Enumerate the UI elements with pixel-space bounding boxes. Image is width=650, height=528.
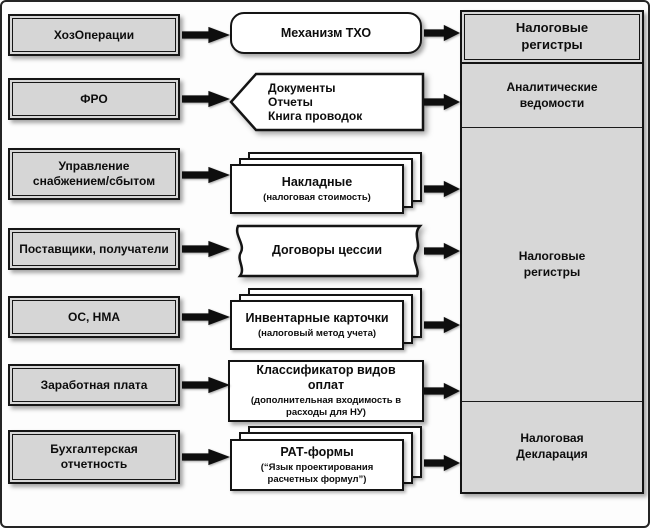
analytic-sheets-label: Аналитические ведомости [506,79,598,110]
left-box-supply-sales: Управление снабжением/сбытом [8,148,180,200]
flow-arrow-icon [182,26,230,44]
rat-forms-stack: РАТ-формы (“Язык проектирования расчетны… [230,426,424,492]
analytic-sheets-section: Аналитические ведомости [462,64,642,128]
left-box-suppliers-recipients: Поставщики, получатели [8,228,180,270]
invoices-front-sheet: Накладные (налоговая стоимость) [230,164,404,214]
flow-arrow-icon [424,180,460,198]
flow-arrow-icon [182,376,230,394]
tax-registers-panel: Налоговые регистры Аналитические ведомос… [460,10,644,494]
rat-subtitle: (“Язык проектирования расчетных формул”) [260,461,374,485]
rat-front-sheet: РАТ-формы (“Язык проектирования расчетны… [230,439,404,491]
left-box-payroll: Заработная плата [8,364,180,406]
flow-arrow-icon [424,93,460,111]
left-box-accounting-reports: Бухгалтерская отчетность [8,430,180,484]
inventory-title: Инвентарные карточки [245,310,389,325]
tax-declaration-section: Налоговая Декларация [462,402,642,492]
left-box-label: Бухгалтерская отчетность [12,434,176,480]
flow-arrow-icon [182,308,230,326]
mechanism-txo-label: Механизм ТХО [280,25,372,40]
tax-registers-section: Налоговые регистры [462,128,642,402]
left-box-label: Управление снабжением/сбытом [12,152,176,196]
classifier-subtitle: (дополнительная входимость в расходы для… [250,395,402,418]
left-box-label: ФРО [12,82,176,116]
payment-classifier-box: Классификатор видов оплат (дополнительна… [228,360,424,422]
mechanism-txo-box: Механизм ТХО [230,12,422,54]
left-box-business-operations: ХозОперации [8,14,180,56]
flow-arrow-icon [182,166,230,184]
cession-title: Договоры цессии [271,243,383,257]
banner-line: Книга проводок [268,109,363,123]
tax-registers-header-label: Налоговые регистры [515,20,589,52]
flow-arrow-icon [424,316,460,334]
classifier-title: Классификатор видов оплат [256,363,396,393]
invoices-subtitle: (налоговая стоимость) [263,191,371,203]
documents-banner: Документы Отчеты Книга проводок [228,72,426,132]
invoices-stack: Накладные (налоговая стоимость) [230,152,424,216]
banner-line: Отчеты [268,95,313,109]
inventory-front-sheet: Инвентарные карточки (налоговый метод уч… [230,300,404,350]
left-box-label: Заработная плата [12,368,176,402]
banner-line: Документы [268,81,336,95]
flow-arrow-icon [424,242,460,260]
inventory-subtitle: (налоговый метод учета) [257,327,377,339]
inventory-cards-stack: Инвентарные карточки (налоговый метод уч… [230,288,424,352]
torn-document-shape [235,224,423,278]
flow-arrow-icon [182,240,230,258]
left-box-label: Поставщики, получатели [12,232,176,266]
cession-contracts-shape: Договоры цессии [228,222,426,280]
flow-arrow-icon [424,454,460,472]
flow-arrow-icon [424,382,460,400]
flow-arrow-icon [182,90,230,108]
documents-banner-text: Документы Отчеты Книга проводок [268,81,362,123]
left-box-fixed-assets: ОС, НМА [8,296,180,338]
left-box-label: ХозОперации [12,18,176,52]
flow-arrow-icon [182,448,230,466]
rat-title: РАТ-формы [280,444,354,459]
invoices-title: Накладные [281,174,353,189]
tax-registers-header: Налоговые регистры [462,12,642,64]
tax-declaration-label: Налоговая Декларация [516,431,588,461]
left-box-fro: ФРО [8,78,180,120]
flow-arrow-icon [424,24,460,42]
tax-registers-label: Налоговые регистры [518,248,586,279]
banner-shape [229,72,425,132]
left-box-label: ОС, НМА [12,300,176,334]
